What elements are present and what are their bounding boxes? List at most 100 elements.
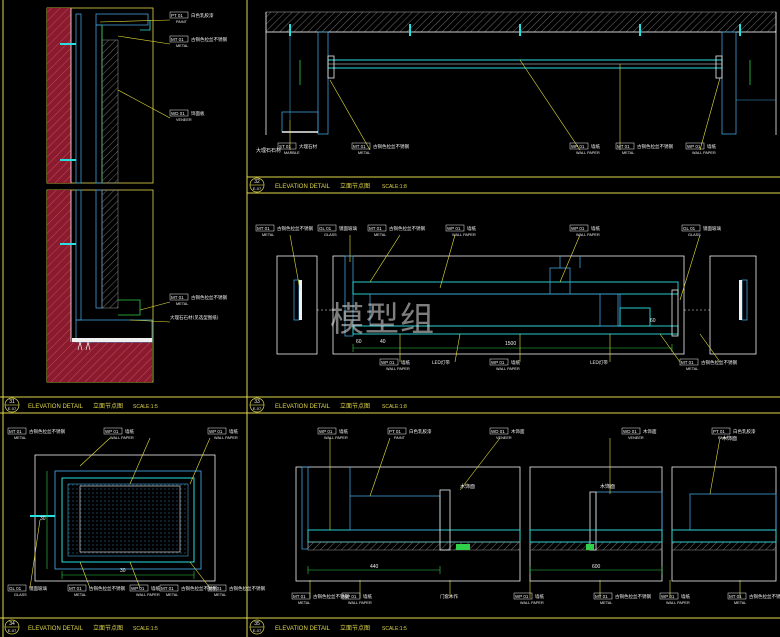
tag-material: 墙纸 [467, 225, 476, 232]
tag-code: MT 01 [171, 37, 184, 42]
tag-material: 白色乳胶漆 [733, 428, 756, 435]
tag-english: GLASS [688, 233, 701, 237]
tag-code: WP 01 [131, 586, 145, 591]
tag-material: 墙纸 [401, 359, 410, 366]
tag-material: 古铜色拉丝不锈钢 [313, 593, 349, 600]
tag-material: 墙纸 [707, 143, 716, 150]
panel-31-drawing [46, 7, 154, 383]
tag-english: METAL [600, 601, 612, 605]
panel-cn-title: 立面节点图 [93, 402, 123, 410]
tag-english: METAL [374, 233, 386, 237]
panel-cn-title: 立面节点图 [340, 402, 370, 410]
tag-code: WP 01 [491, 360, 505, 365]
tag-english: METAL [262, 233, 274, 237]
tag-material: 古铜色拉丝不锈钢 [277, 225, 313, 232]
tag-code: WP 01 [343, 594, 357, 599]
panel-number: 34 [9, 621, 15, 627]
sheet-number: E-07 [253, 186, 262, 191]
dimension-label: 600 [592, 564, 601, 570]
tag-english: WALL PAPER [576, 233, 600, 237]
dimension-label: 40 [380, 339, 386, 345]
panel-number: 31 [9, 399, 15, 405]
tag-material: 古铜色拉丝不锈钢 [389, 225, 425, 232]
tag-material: 镜面玻璃 [703, 225, 721, 232]
tag-code: WD 01 [491, 429, 505, 434]
panel-scale: SCALE:1:5 [133, 404, 158, 410]
panel-scale: SCALE:1:5 [133, 626, 158, 632]
tag-english: METAL [358, 151, 370, 155]
tag-code: ST 01 [279, 144, 291, 149]
tag-english: WALL PAPER [452, 233, 476, 237]
sheet-number: E-07 [8, 628, 17, 633]
tag-code: WP 01 [105, 429, 119, 434]
tag-english: METAL [176, 44, 188, 48]
tag-material: 古铜色拉丝不锈钢 [373, 143, 409, 150]
tag-material: LED灯带 [432, 359, 450, 366]
tag-material: 墙纸 [591, 225, 600, 232]
tag-english: WALL PAPER [386, 367, 410, 371]
tag-english: VENEER [496, 436, 512, 440]
tag-material: 白色乳胶漆 [191, 12, 214, 19]
tag-code: WP 01 [687, 144, 701, 149]
tag-english: WALL PAPER [110, 436, 134, 440]
tag-code: MT 01 [69, 586, 82, 591]
tag-english: METAL [176, 302, 188, 306]
tag-material: 古铜色拉丝不锈钢 [229, 585, 265, 592]
panel-title: ELEVATION DETAIL [28, 404, 84, 410]
tag-code: MT 01 [293, 594, 306, 599]
tag-material: 门套木作 [440, 593, 458, 600]
tag-code: MT 01 [595, 594, 608, 599]
tag-english: WALL PAPER [324, 436, 348, 440]
tag-code: WP 01 [447, 226, 461, 231]
tag-material: 木饰面 [643, 428, 657, 435]
tag-material: 大理石材 [299, 143, 317, 150]
panel-35-drawing [295, 466, 777, 582]
tag-material: 大理石石材(见选型图纸) [170, 314, 219, 321]
title-block-34: 34 E-07 ELEVATION DETAIL 立面节点图 SCALE:1:5 [4, 619, 158, 635]
tag-english: WALL PAPER [520, 601, 544, 605]
dimension-label: 30 [40, 516, 46, 522]
tag-material: 古铜色拉丝不锈钢 [181, 585, 217, 592]
panel-title: ELEVATION DETAIL [275, 404, 331, 410]
tag-material: 古铜色拉丝不锈钢 [749, 593, 780, 600]
tag-english: METAL [734, 601, 746, 605]
tag-material: 古铜色拉丝不锈钢 [89, 585, 125, 592]
material-tag: 大理石石材(见选型图纸) [170, 314, 219, 321]
tag-material: 白色乳胶漆 [409, 428, 432, 435]
tag-material: 墙纸 [511, 359, 520, 366]
sheet-number: E-07 [253, 628, 262, 633]
figure-label: 大理石石材 [256, 147, 281, 154]
panel-title: ELEVATION DETAIL [275, 184, 331, 190]
tag-english: VENEER [628, 436, 644, 440]
tag-material: 墙纸 [535, 593, 544, 600]
panel-title: ELEVATION DETAIL [275, 626, 331, 632]
panel-scale: SCALE:1:8 [382, 404, 407, 410]
title-block-32: 32 E-07 ELEVATION DETAIL 立面节点图 SCALE:1:8 [249, 177, 407, 193]
tag-code: WD 01 [171, 111, 185, 116]
tag-material: 墙纸 [151, 585, 160, 592]
panel-number: 35 [254, 621, 260, 627]
tag-code: MT 01 [9, 429, 22, 434]
tag-english: PAINT [718, 436, 730, 440]
tag-material: 古铜色拉丝不锈钢 [637, 143, 673, 150]
tag-english: METAL [74, 593, 86, 597]
tag-code: WP 01 [209, 429, 223, 434]
